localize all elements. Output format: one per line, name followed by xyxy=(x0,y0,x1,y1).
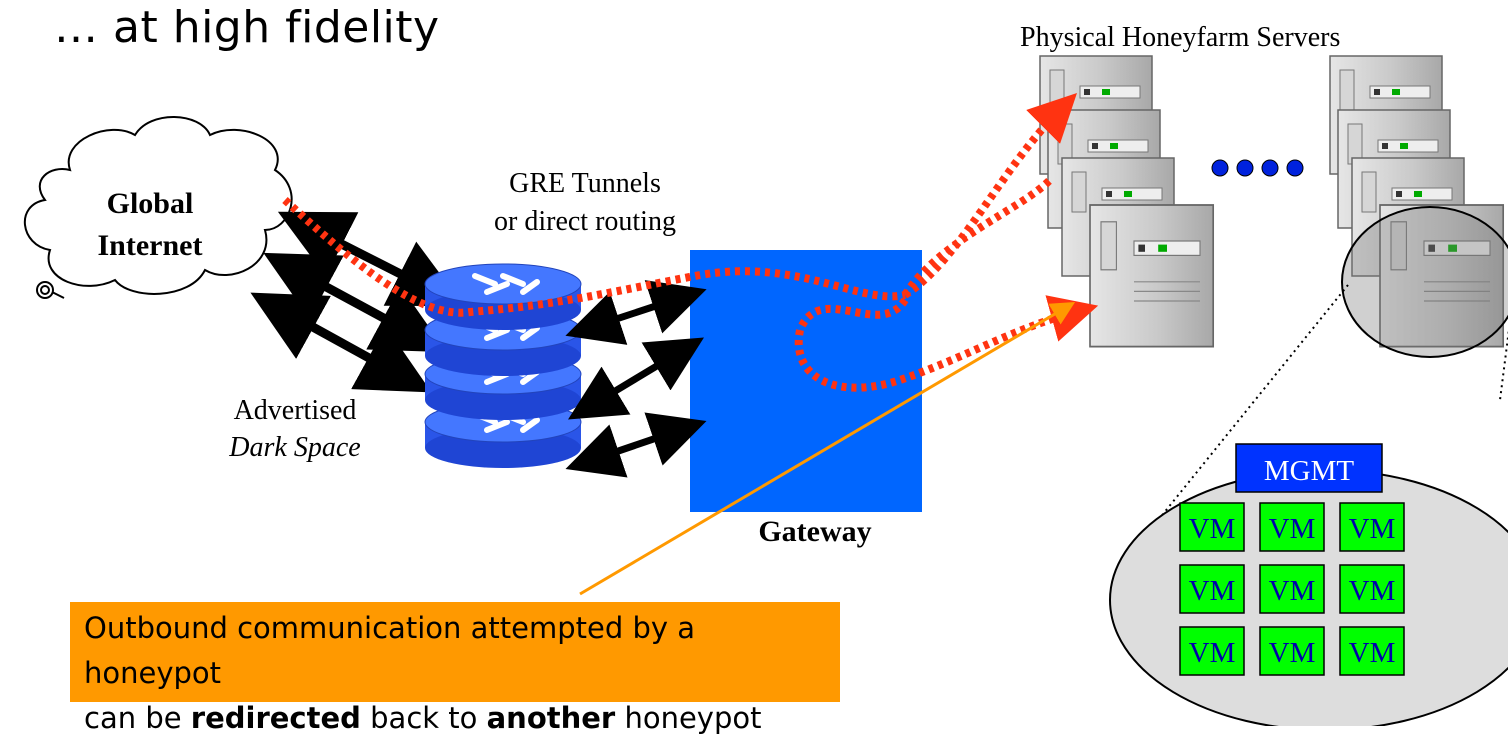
internet-label-line2: Internet xyxy=(97,229,203,262)
router-gateway-links xyxy=(565,280,707,478)
callout-line1: Outbound communication attempted by a ho… xyxy=(84,611,696,690)
vm-box xyxy=(1259,564,1325,614)
slide-title: … at high fidelity xyxy=(54,2,440,53)
more-servers-dots xyxy=(1211,159,1304,177)
vm-grid xyxy=(1179,502,1405,676)
physical-servers-label: Physical Honeyfarm Servers xyxy=(1020,22,1341,53)
router-stack xyxy=(425,264,581,468)
callout-text: can be xyxy=(84,701,191,735)
callout-emphasis-redirected: redirected xyxy=(190,701,361,735)
vm-box xyxy=(1259,502,1325,552)
internet-label: Global Internet xyxy=(70,183,230,267)
internet-label-line1: Global xyxy=(106,187,194,220)
server-stack-left xyxy=(1039,55,1215,348)
vm-box xyxy=(1179,626,1245,676)
vm-box xyxy=(1339,502,1405,552)
vm-box xyxy=(1339,564,1405,614)
dark-space-italic: Dark Space xyxy=(229,432,361,463)
dark-space-label: Advertised Dark Space xyxy=(190,392,400,466)
vm-label: VM xyxy=(1349,513,1396,545)
vm-box xyxy=(1179,502,1245,552)
callout-text: back to xyxy=(360,701,487,735)
diagram-canvas: MGMT VM VM VM VM VM VM VM VM VM xyxy=(23,55,1508,726)
vm-label: VM xyxy=(1189,637,1236,669)
redirect-callout: Outbound communication attempted by a ho… xyxy=(70,602,840,735)
vm-label: VM xyxy=(1269,575,1316,607)
tunnels-label-line2: or direct routing xyxy=(494,206,676,237)
vm-label: VM xyxy=(1349,637,1396,669)
vm-label: VM xyxy=(1349,575,1396,607)
vm-labels: VM VM VM VM VM VM VM VM VM xyxy=(1189,513,1396,669)
tunnels-label-line1: GRE Tunnels xyxy=(509,168,661,199)
dark-space-label-line2: Dark Space xyxy=(190,429,400,466)
gateway-label: Gateway xyxy=(758,515,872,548)
vm-label: VM xyxy=(1269,513,1316,545)
vm-label: VM xyxy=(1189,513,1236,545)
internet-cloud xyxy=(23,116,293,295)
dark-space-label-line1: Advertised xyxy=(233,395,357,426)
internet-swirl-icon xyxy=(36,281,65,299)
callout-emphasis-another: another xyxy=(486,701,616,735)
internet-router-links xyxy=(250,211,465,393)
packet-path xyxy=(282,93,1099,392)
callout-pointer xyxy=(579,301,1076,596)
vm-label: VM xyxy=(1189,575,1236,607)
vm-label: VM xyxy=(1269,637,1316,669)
tunnels-label: GRE Tunnels or direct routing xyxy=(460,165,710,241)
vm-box xyxy=(1339,626,1405,676)
callout-text: honeypot xyxy=(615,701,762,735)
callout-line2: can be redirected back to another honeyp… xyxy=(84,696,840,741)
mgmt-label: MGMT xyxy=(1264,455,1355,487)
vm-box xyxy=(1179,564,1245,614)
magnified-server-highlight xyxy=(1341,206,1508,358)
zoom-guide-lines xyxy=(1141,284,1508,541)
gateway-box xyxy=(690,250,922,512)
vm-box xyxy=(1259,626,1325,676)
mgmt-box xyxy=(1235,443,1383,493)
